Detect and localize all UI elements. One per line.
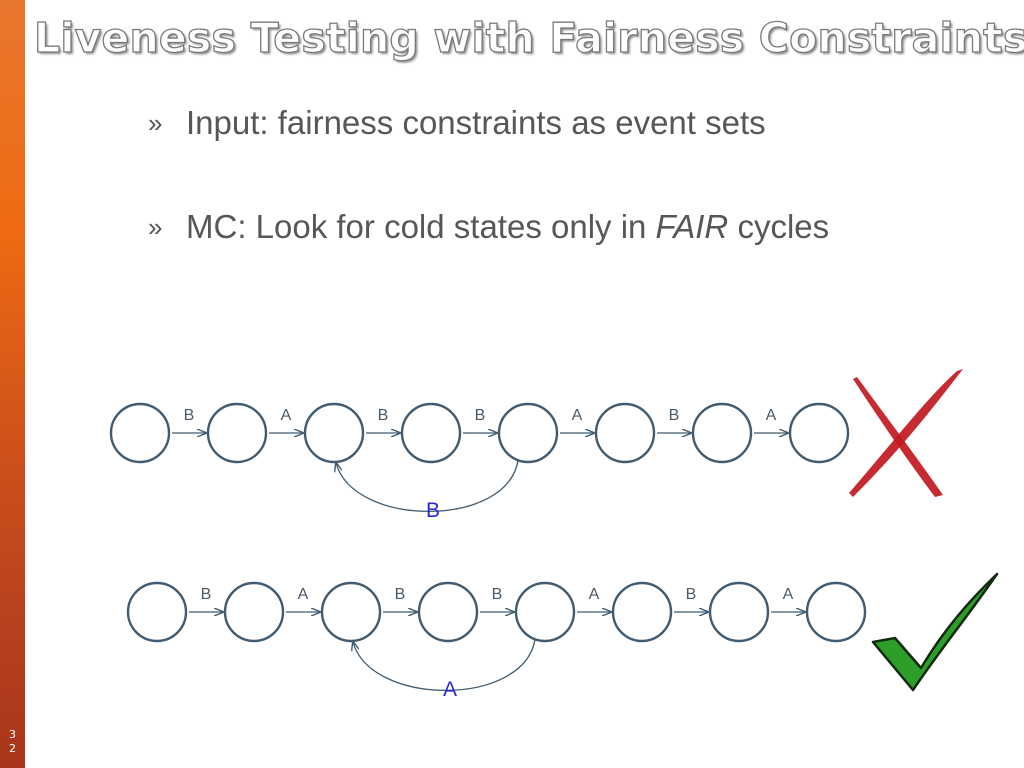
bullet-mc: » MC: Look for cold states only in FAIR c… — [148, 208, 829, 246]
state-node — [417, 581, 479, 643]
fair-cycle-diagram: B A B B A B A A — [126, 572, 999, 701]
back-edge-label: B — [426, 499, 440, 522]
bullet-emphasis: FAIR — [655, 208, 729, 245]
transition-label: B — [395, 586, 406, 603]
state-node — [497, 402, 559, 464]
bullet-text-before: MC: Look for cold states only in — [186, 208, 656, 245]
bullet-input: » Input: fairness constraints as event se… — [148, 104, 766, 142]
state-node — [400, 402, 462, 464]
state-node — [788, 402, 850, 464]
transition-label: B — [475, 407, 486, 424]
transition-label: B — [492, 586, 503, 603]
transition-label: B — [201, 586, 212, 603]
transition-label: A — [783, 586, 794, 603]
state-node — [514, 581, 576, 643]
transition-label: A — [281, 407, 292, 424]
state-node — [691, 402, 753, 464]
transition-label: A — [589, 586, 600, 603]
transition-label: A — [766, 407, 777, 424]
cross-mark-stroke — [849, 369, 963, 497]
state-node — [303, 402, 365, 464]
state-node — [206, 402, 268, 464]
back-edge-label: A — [443, 678, 457, 701]
transition-label: A — [572, 407, 583, 424]
unfair-cycle-diagram: B A B B A B A B — [109, 369, 963, 522]
state-node — [594, 402, 656, 464]
slide-title: Liveness Testing with Fairness Constrain… — [33, 13, 1024, 62]
back-edge-arrow — [353, 638, 536, 692]
bullet-marker: » — [148, 212, 163, 242]
state-node — [320, 581, 382, 643]
transition-label: B — [184, 407, 195, 424]
state-node — [611, 581, 673, 643]
bullet-text: Input: fairness constraints as event set… — [186, 104, 766, 141]
check-mark-icon — [871, 572, 999, 692]
transition-label: A — [298, 586, 309, 603]
back-edge-arrow — [336, 459, 519, 513]
transition-label: B — [378, 407, 389, 424]
state-node — [805, 581, 867, 643]
bullet-marker: » — [148, 108, 163, 138]
state-node — [223, 581, 285, 643]
bullet-text-after: cycles — [728, 208, 830, 245]
state-node — [109, 402, 171, 464]
transition-label: B — [669, 407, 680, 424]
state-node — [708, 581, 770, 643]
state-node — [126, 581, 188, 643]
transition-label: B — [686, 586, 697, 603]
